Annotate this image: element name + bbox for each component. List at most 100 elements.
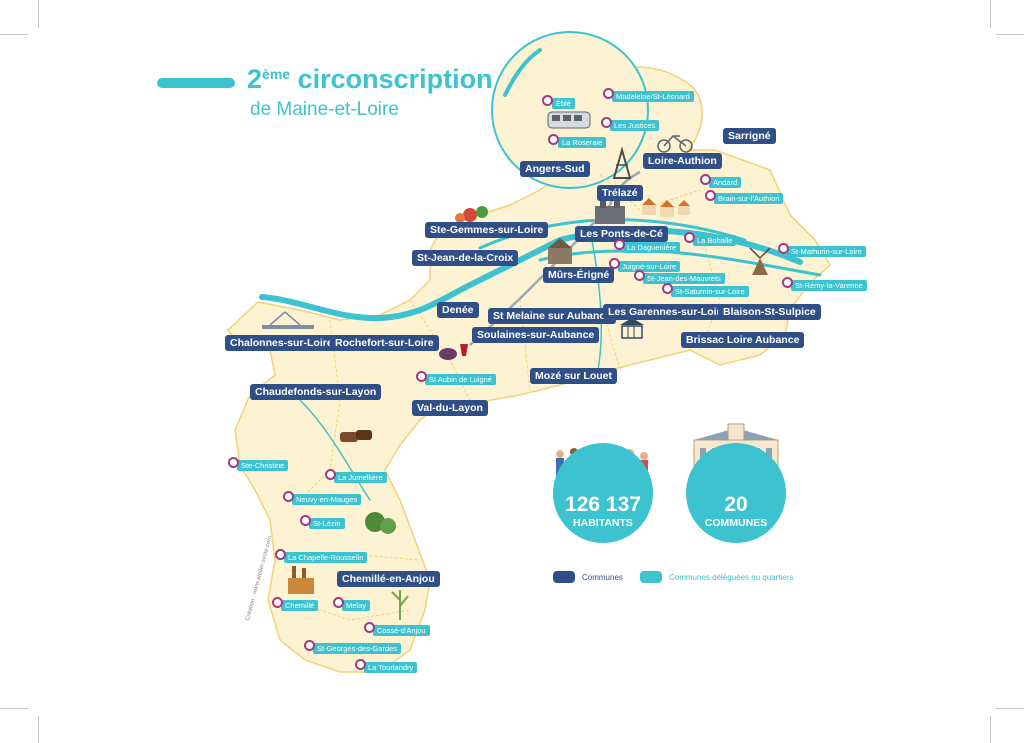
location-pin	[228, 457, 239, 468]
commune-label: Angers-Sud	[520, 161, 590, 177]
delegated-commune-label: St-Jean-des-Mauvrets	[643, 273, 725, 284]
bicycle-illustration	[657, 134, 693, 153]
commune-label: Loire-Authion	[643, 153, 722, 169]
commune-label: Mûrs-Érigné	[543, 267, 615, 283]
commune-label: Chalonnes-sur-Loire	[225, 335, 338, 351]
church-illustration	[548, 238, 572, 264]
commune-label: Trélazé	[597, 185, 643, 201]
windmill-illustration	[749, 247, 771, 275]
delegated-commune-label: Madeleine/St-Léonard	[612, 91, 694, 102]
delegated-commune-label: Melay	[342, 600, 371, 611]
commune-label: Val-du-Layon	[412, 400, 488, 416]
communes-caption: COMMUNES	[704, 517, 768, 529]
delegated-commune-label: St-Rémy-la-Varenne	[791, 280, 867, 291]
unesco-illustration	[620, 318, 644, 339]
commune-label: Blaison-St-Sulpice	[718, 304, 821, 320]
crop-mark	[990, 716, 991, 743]
legend-swatch-communes	[553, 571, 575, 583]
commune-label: Sarrigné	[723, 128, 776, 144]
delegated-commune-label: La Tourlandry	[364, 662, 418, 673]
location-pin	[603, 88, 614, 99]
population-caption: HABITANTS	[573, 517, 633, 529]
population-value: 126 137	[565, 493, 641, 516]
commune-label: St-Jean-de-la-Croix	[412, 250, 519, 266]
communes-stat: 20 COMMUNES	[686, 443, 786, 543]
location-pin	[416, 371, 427, 382]
tree-illustration	[365, 512, 396, 534]
houses-illustration	[642, 198, 690, 217]
commune-label: Ste-Gemmes-sur-Loire	[425, 222, 549, 238]
location-pin	[609, 258, 620, 269]
legend-swatch-deleguees	[640, 571, 662, 583]
communes-count: 20	[724, 493, 748, 516]
location-pin	[662, 283, 673, 294]
plant-illustration	[391, 590, 409, 620]
commune-label: Chemillé-en-Anjou	[337, 571, 440, 587]
delegated-commune-label: Andard	[709, 177, 742, 188]
crop-mark	[38, 716, 39, 743]
cattle-illustration	[340, 430, 372, 442]
vegetables-illustration	[455, 206, 488, 223]
location-pin	[364, 622, 375, 633]
delegated-commune-label: La Jumellière	[334, 472, 387, 483]
crop-mark	[0, 34, 28, 35]
commune-label: Rochefort-sur-Loire	[330, 335, 439, 351]
delegated-commune-label: St-Saturnin-sur-Loire	[671, 286, 749, 297]
location-pin	[355, 659, 366, 670]
location-pin	[601, 117, 612, 128]
commune-label: Denée	[437, 302, 479, 318]
legend-label-deleguees: Communes déléguées ou quartiers	[669, 573, 794, 582]
factory-illustration	[288, 566, 314, 594]
crop-mark	[0, 708, 28, 709]
castle-illustration	[595, 200, 625, 224]
delegated-commune-label: La Daguenière	[623, 242, 681, 253]
delegated-commune-label: La Chapelle-Rousselin	[284, 552, 368, 563]
location-pin	[548, 134, 559, 145]
crop-mark	[996, 34, 1024, 35]
crop-mark	[996, 708, 1024, 709]
delegated-commune-label: St Aubin de Luigné	[425, 374, 496, 385]
location-pin	[333, 597, 344, 608]
commune-label: Les Garennes-sur-Loire	[603, 304, 732, 320]
delegated-commune-label: Juigné-sur-Loire	[618, 261, 681, 272]
commune-label: St Melaine sur Aubance	[488, 308, 617, 324]
crop-mark	[990, 0, 991, 28]
delegated-commune-label: St-Georges-des-Gardes	[313, 643, 402, 654]
delegated-commune-label: St-Mathurin-sur-Loire	[787, 246, 866, 257]
delegated-commune-label: La Bohalle	[693, 235, 737, 246]
delegated-commune-label: Neuvy-en-Mauges	[292, 494, 362, 505]
location-pin	[275, 549, 286, 560]
location-pin	[684, 232, 695, 243]
title-accent-bar	[157, 78, 235, 88]
commune-label: Brissac Loire Aubance	[681, 332, 805, 348]
location-pin	[614, 239, 625, 250]
commune-label: Chaudefonds-sur-Layon	[250, 384, 382, 400]
page-subtitle: de Maine-et-Loire	[250, 99, 399, 120]
location-pin	[782, 277, 793, 288]
commune-label: Mozé sur Louet	[530, 368, 618, 384]
wine-illustration	[439, 344, 468, 360]
delegated-commune-label: Cossé-d'Anjou	[373, 625, 430, 636]
population-stat: 126 137 HABITANTS	[553, 443, 653, 543]
location-pin	[300, 515, 311, 526]
mine-tower-illustration	[612, 146, 632, 179]
delegated-commune-label: Éblé	[552, 98, 576, 109]
location-pin	[634, 270, 645, 281]
delegated-commune-label: Brain-sur-l'Authion	[714, 193, 784, 204]
location-pin	[542, 95, 553, 106]
delegated-commune-label: St-Lézin	[309, 518, 345, 529]
location-pin	[700, 174, 711, 185]
delegated-commune-label: Ste-Christine	[237, 460, 289, 471]
location-pin	[778, 243, 789, 254]
commune-label: Les Ponts-de-Cé	[575, 226, 668, 242]
location-pin	[705, 190, 716, 201]
legend-label-communes: Communes	[582, 573, 623, 582]
delegated-commune-label: Chemillé	[281, 600, 319, 611]
location-pin	[283, 491, 294, 502]
tram-illustration	[547, 111, 591, 129]
bridge-illustration	[262, 311, 314, 329]
delegated-commune-label: La Roseraie	[558, 137, 607, 148]
zoom-bubble	[491, 31, 649, 189]
commune-label: Soulaines-sur-Aubance	[472, 327, 600, 343]
